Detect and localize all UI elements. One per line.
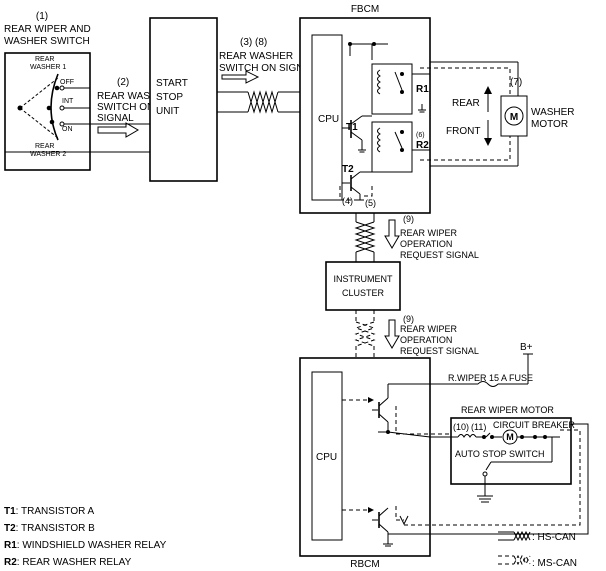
- signal2-line1: REAR WASHER: [97, 91, 171, 102]
- start-stop-unit-box: [149, 17, 218, 182]
- request2-line3: REQUEST SIGNAL: [400, 346, 479, 356]
- fbcm-title: FBCM: [351, 4, 379, 15]
- instrument-cluster-line2: CLUSTER: [342, 288, 385, 298]
- start-stop-line2: STOP: [156, 92, 183, 103]
- start-stop-line3: UNIT: [156, 106, 179, 117]
- switch-title-line1: REAR WIPER AND: [4, 24, 91, 35]
- rear-wiper-auto-stop: AUTO STOP SWITCH: [455, 449, 545, 459]
- switch-pos-int: INT: [62, 98, 74, 105]
- switch-pos-on: ON: [62, 126, 73, 133]
- fuse-icon: [477, 381, 499, 387]
- washer-motor-line1: WASHER: [531, 107, 575, 118]
- switch-washer1-line2: WASHER 1: [30, 64, 66, 71]
- signal2-arrow-icon: [97, 122, 139, 138]
- fbcm-r1-relay: [371, 63, 413, 115]
- hs-can-legend-icon: [498, 530, 531, 542]
- rear-wiper-idx10: (10): [453, 422, 469, 432]
- fbcm-cpu-box: [311, 34, 343, 201]
- request1-line3: REQUEST SIGNAL: [400, 250, 479, 260]
- fbcm-r2-relay: [371, 121, 413, 173]
- signal38-index: (3) (8): [240, 37, 267, 48]
- rear-wiper-motor-symbol: M: [506, 432, 514, 442]
- rbcm-cpu-box: [311, 371, 343, 541]
- switch-internals: REAR WASHER 1 OFF INT ON REAR WASHER 2: [5, 56, 90, 158]
- washer-motor-line2: MOTOR: [531, 119, 568, 130]
- washer-motor-front: FRONT: [446, 126, 480, 137]
- switch-washer2-line2: WASHER 2: [30, 151, 66, 158]
- legend-t2: T2: TRANSISTOR B: [4, 523, 95, 534]
- fbcm-idx6: (6): [416, 132, 425, 139]
- rear-wiper-motor-internals: (10) (11) CIRCUIT BREAKER M AUTO STOP SW…: [388, 420, 589, 535]
- legend-r2: R2: REAR WASHER RELAY: [4, 557, 132, 568]
- rbcm-fuse-label: R.WIPER 15 A FUSE: [448, 373, 533, 383]
- legend-hs-can: : HS-CAN: [532, 532, 576, 543]
- hs-can-link-1: [217, 90, 300, 114]
- signal2-line2: SWITCH ON: [97, 102, 154, 113]
- legend-left: T1: TRANSISTOR A T2: TRANSISTOR B R1: WI…: [4, 506, 167, 568]
- rear-wiper-washer-switch-box: [4, 52, 91, 171]
- request2-index: (9): [403, 314, 414, 324]
- switch-title-line2: WASHER SWITCH: [4, 36, 90, 47]
- fbcm-internals: R1 R2 (6) T1 T2 (4) (5): [339, 42, 430, 208]
- legend-ms-can: : MS-CAN: [532, 558, 577, 569]
- fbcm-r1-label: R1: [416, 84, 429, 95]
- fbcm-cpu-label: CPU: [318, 114, 339, 125]
- washer-motor-rear: REAR: [452, 98, 480, 109]
- fbcm-t1-label: T1: [346, 122, 358, 133]
- request1-index: (9): [403, 214, 414, 224]
- signal38-arrow-icon: [221, 70, 260, 84]
- fbcm-r2-label: R2: [416, 140, 429, 151]
- request2-line2: OPERATION: [400, 335, 452, 345]
- ms-can-link: [354, 310, 376, 358]
- rbcm-title: RBCM: [350, 559, 379, 570]
- request2-arrow-icon: [384, 319, 400, 349]
- rbcm-box: [299, 357, 431, 557]
- coil-icon: [457, 434, 477, 438]
- request1-arrow-icon: [384, 219, 400, 249]
- legend-right: : HS-CAN : MS-CAN: [498, 530, 577, 569]
- request2-line1: REAR WIPER: [400, 324, 458, 334]
- ms-can-legend-icon: [498, 554, 531, 566]
- instrument-cluster-line1: INSTRUMENT: [334, 274, 393, 284]
- fbcm-t2-label: T2: [342, 164, 354, 175]
- signal38-line1: REAR WASHER: [219, 51, 293, 62]
- rear-wiper-breaker: CIRCUIT BREAKER: [493, 420, 575, 430]
- rbcm-cpu-label: CPU: [316, 452, 337, 463]
- washer-motor: M: [420, 61, 528, 167]
- rear-wiper-motor-box: [450, 417, 572, 485]
- rear-wiper-motor-title: REAR WIPER MOTOR: [461, 405, 554, 415]
- request1-line1: REAR WIPER: [400, 228, 458, 238]
- rbcm-bplus: B+: [520, 342, 533, 353]
- legend-r1: R1: WINDSHIELD WASHER RELAY: [4, 540, 167, 551]
- washer-motor-index: (7): [510, 77, 522, 88]
- request1-line2: OPERATION: [400, 239, 452, 249]
- switch-washer1-line1: REAR: [35, 56, 54, 63]
- signal2-line3: SIGNAL: [97, 113, 134, 124]
- signal38-line2: SWITCH ON SIGNAL: [219, 63, 316, 74]
- switch-pos-off: OFF: [60, 79, 74, 86]
- fbcm-idx4: (4): [342, 196, 353, 206]
- rbcm-internals: [342, 384, 452, 547]
- instrument-cluster-box: [325, 261, 401, 311]
- fbcm-idx5: (5): [365, 198, 376, 208]
- switch-index: (1): [36, 11, 48, 22]
- start-stop-line1: START: [156, 78, 188, 89]
- washer-motor-symbol: M: [510, 112, 518, 123]
- signal2-index: (2): [117, 77, 129, 88]
- rear-wiper-idx11: (11): [471, 422, 486, 432]
- legend-t1: T1: TRANSISTOR A: [4, 506, 95, 517]
- switch-washer2-line1: REAR: [35, 143, 54, 150]
- hs-can-link-2: [354, 213, 376, 262]
